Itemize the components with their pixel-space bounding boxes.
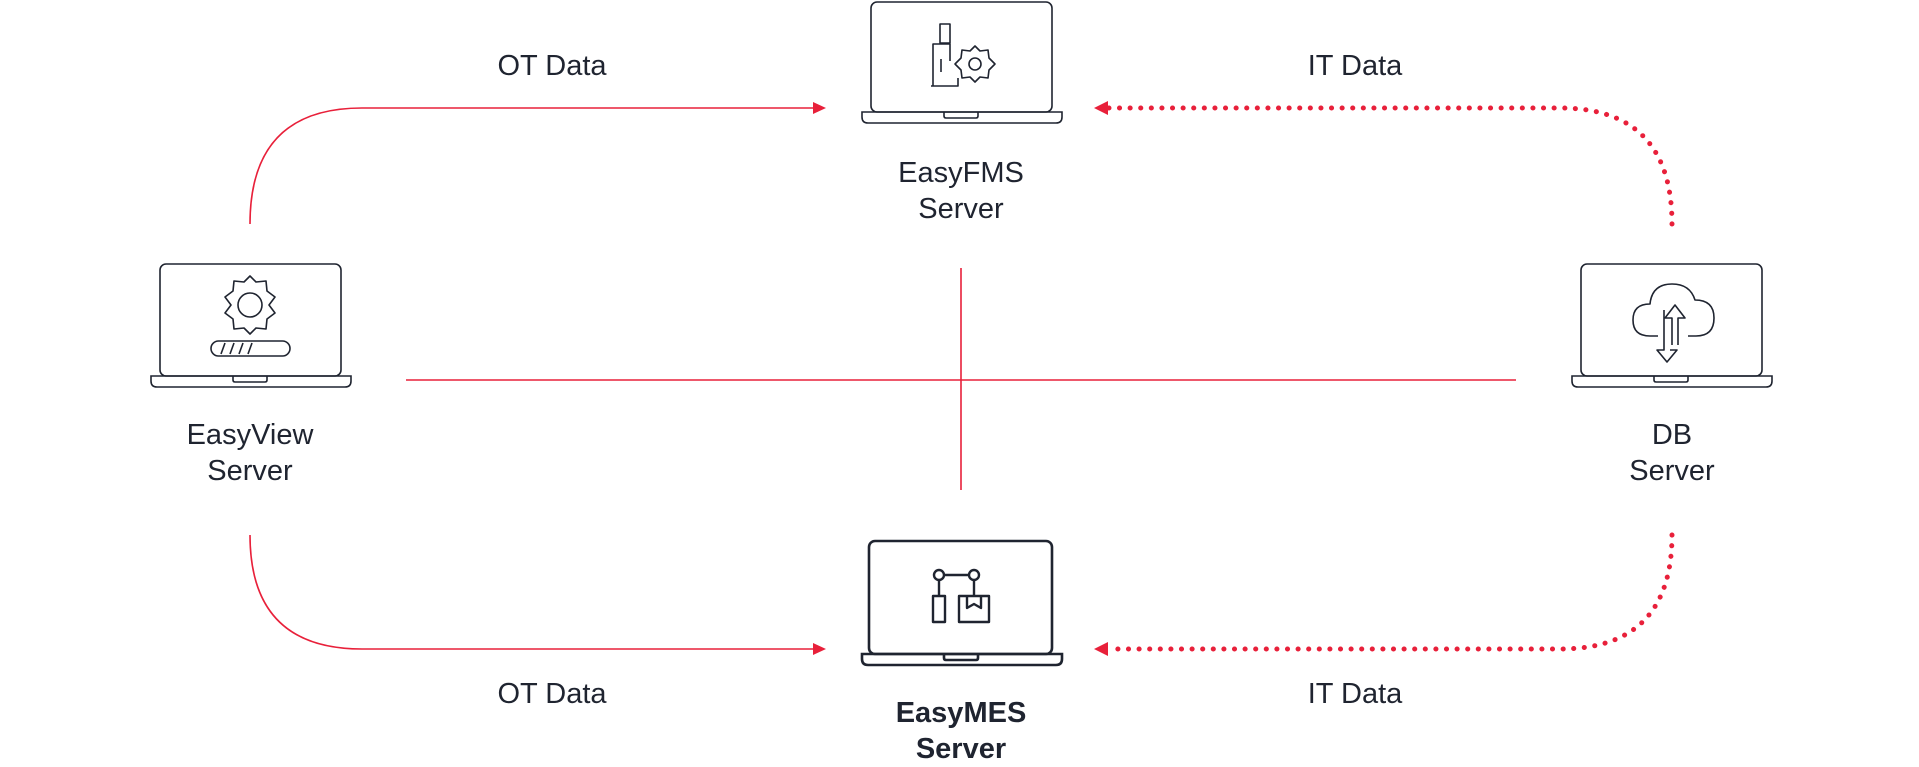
easymes-name: EasyMES [895, 697, 1027, 729]
factory-gear-icon [931, 23, 996, 87]
ot-data-bottom-arrowhead [813, 643, 826, 655]
ot-data-bottom-label: OT Data [497, 678, 607, 710]
easyview-name: EasyView [186, 419, 314, 451]
gear-progress-icon [210, 275, 291, 357]
easyfms-role: Server [918, 193, 1004, 225]
it-data-top-arrowhead [1094, 101, 1108, 115]
easyview-laptop [150, 263, 352, 388]
db-server-label: DB Server [1629, 417, 1714, 489]
it-data-top-label: IT Data [1307, 50, 1403, 82]
ot-data-top-arrow [249, 107, 823, 225]
easymes-role: Server [915, 733, 1007, 765]
easyfms-name: EasyFMS [898, 157, 1024, 189]
it-data-top-arrow [1105, 105, 1675, 227]
db-laptop [1571, 263, 1773, 388]
ot-data-top-label: OT Data [497, 50, 607, 82]
easymes-laptop [860, 539, 1064, 667]
cloud-sync-icon [1632, 283, 1715, 363]
ot-data-top-arrowhead [813, 102, 826, 114]
workflow-package-icon [931, 568, 991, 624]
db-name: DB [1651, 419, 1693, 451]
it-data-bottom-arrowhead [1094, 642, 1108, 656]
ot-data-bottom-arrow [249, 534, 823, 650]
easyfms-laptop [861, 1, 1063, 124]
easyview-server-label: EasyView Server [187, 417, 314, 489]
easyfms-server-label: EasyFMS Server [898, 155, 1024, 227]
it-data-bottom-arrow [1105, 532, 1675, 652]
easyview-role: Server [207, 455, 293, 487]
db-role: Server [1629, 455, 1715, 487]
it-data-bottom-label: IT Data [1307, 678, 1403, 710]
easymes-server-label: EasyMES Server [896, 695, 1027, 767]
